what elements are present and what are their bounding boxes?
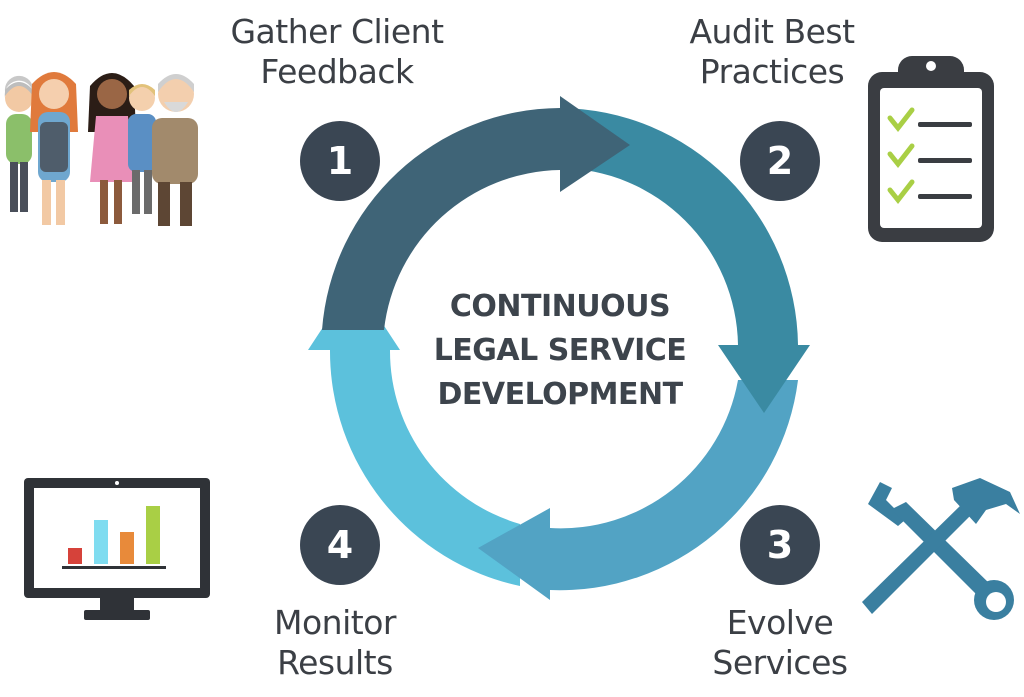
step-badge-2: 2	[740, 121, 820, 201]
step-label-3-line-1: Evolve	[726, 603, 834, 642]
step-badge-3: 3	[740, 505, 820, 585]
step-label-2-line-2: Practices	[699, 52, 845, 91]
step-label-4: Monitor Results	[250, 603, 420, 683]
cycle-arrow-4	[308, 280, 520, 586]
step-label-2: Audit Best Practices	[672, 12, 872, 92]
cycle-arrow-3	[478, 380, 798, 600]
step-label-1-line-2: Feedback	[260, 52, 414, 91]
step-label-3: Evolve Services	[690, 603, 870, 683]
step-number-1: 1	[327, 139, 353, 183]
wrench-hammer-icon	[862, 478, 1020, 620]
center-title-line-2: LEGAL SERVICE	[433, 333, 687, 368]
step-number-4: 4	[327, 523, 353, 567]
cycle-arrow-1	[322, 96, 630, 330]
step-label-1-line-1: Gather Client	[230, 12, 444, 51]
step-label-4-line-1: Monitor	[274, 603, 396, 642]
step-number-3: 3	[767, 523, 793, 567]
center-title-line-1: CONTINUOUS	[449, 289, 671, 324]
step-badge-4: 4	[300, 505, 380, 585]
step-label-2-line-1: Audit Best	[689, 12, 855, 51]
people-group-icon	[4, 72, 198, 226]
step-badge-1: 1	[300, 121, 380, 201]
monitor-bar-chart-icon	[24, 478, 210, 620]
cycle-arrow-2	[560, 108, 810, 413]
step-label-4-line-2: Results	[277, 643, 393, 682]
step-number-2: 2	[767, 139, 793, 183]
step-label-3-line-2: Services	[712, 643, 848, 682]
center-title-line-3: DEVELOPMENT	[437, 377, 683, 412]
clipboard-checklist-icon	[868, 56, 994, 242]
center-title: CONTINUOUS LEGAL SERVICE DEVELOPMENT	[400, 285, 720, 417]
step-label-1: Gather Client Feedback	[222, 12, 452, 92]
